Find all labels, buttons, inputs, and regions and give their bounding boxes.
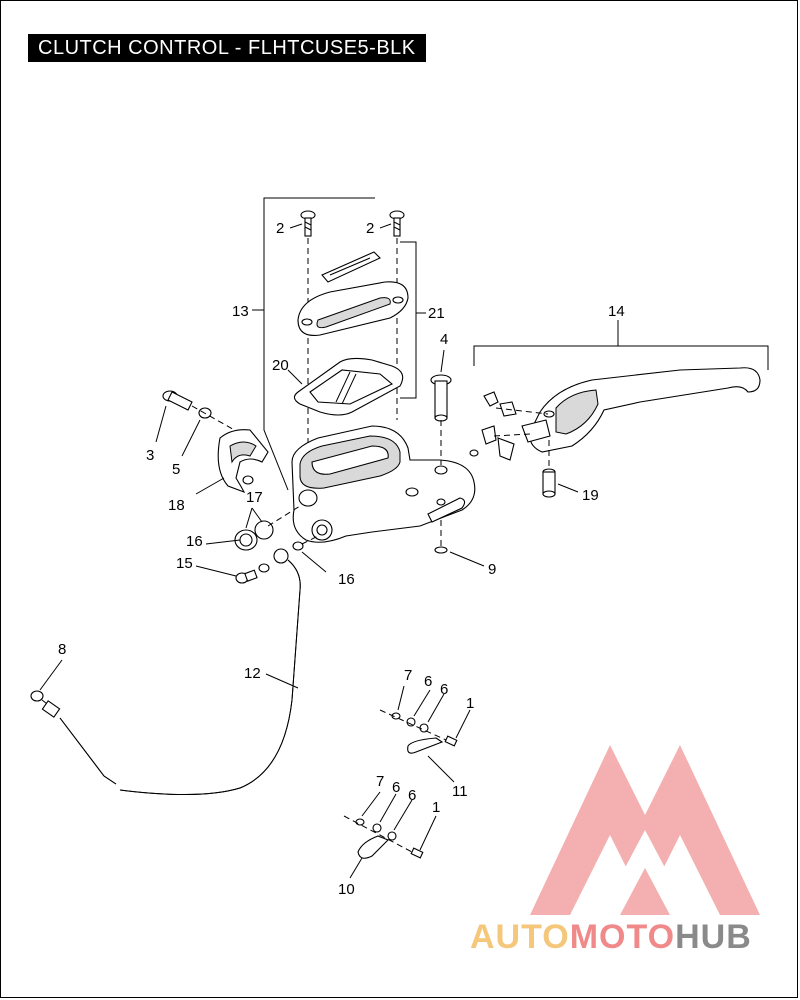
hose-o-ring — [30, 690, 44, 702]
reservoir-label-plate — [321, 251, 381, 283]
callout-10: 10 — [338, 881, 355, 898]
callout-14: 14 — [608, 303, 625, 320]
clutch-lever — [521, 367, 761, 453]
bracket-14 — [473, 345, 769, 370]
callout-11: 11 — [452, 783, 468, 800]
callout-6-upper-a: 6 — [424, 673, 432, 690]
sealing-washer-right — [292, 541, 304, 551]
reservoir-cover — [297, 281, 409, 336]
callout-15: 15 — [176, 555, 193, 572]
callout-2-right: 2 — [366, 220, 374, 237]
callout-13: 13 — [232, 303, 249, 320]
cover-screw-left — [300, 210, 316, 237]
retaining-ring — [434, 546, 448, 554]
callout-3: 3 — [146, 447, 154, 464]
clutch-hose — [41, 548, 301, 796]
reservoir-diaphragm — [293, 357, 404, 416]
diagram-title: CLUTCH CONTROL - FLHTCUSE5-BLK — [28, 34, 426, 62]
callout-12: 12 — [244, 665, 261, 682]
hose-clip-upper — [379, 709, 458, 754]
cover-screw-right — [389, 210, 405, 237]
handlebar-clamp — [217, 429, 269, 494]
logo-word-hub: HUB — [675, 918, 752, 956]
logo-word-auto: AUTO — [470, 918, 570, 956]
o-ring — [254, 520, 274, 540]
bracket-13 — [263, 197, 375, 491]
callout-7-lower: 7 — [376, 773, 384, 790]
sealing-washer-left — [258, 563, 270, 573]
callout-4: 4 — [440, 331, 448, 348]
callout-7-upper: 7 — [404, 667, 412, 684]
lever-interlock-parts — [469, 391, 549, 461]
callout-16-left: 16 — [186, 533, 203, 550]
callout-17: 17 — [246, 489, 263, 506]
hose-clip-lower — [343, 815, 424, 859]
callout-6-lower-b: 6 — [408, 787, 416, 804]
lever-bushing — [542, 468, 556, 498]
callout-6-lower-a: 6 — [392, 779, 400, 796]
callout-16-right: 16 — [338, 571, 355, 588]
bracket-21 — [400, 241, 417, 399]
callout-5: 5 — [172, 461, 180, 478]
automotohub-logo-mark — [530, 745, 760, 915]
banjo-bolt — [235, 569, 258, 584]
callout-9: 9 — [488, 561, 496, 578]
callout-8: 8 — [58, 641, 66, 658]
callout-18: 18 — [168, 497, 185, 514]
callout-6-upper-b: 6 — [440, 681, 448, 698]
banjo-fitting-cap — [234, 529, 258, 551]
callout-1-lower: 1 — [432, 799, 440, 816]
logo-word-moto: MOTO — [569, 918, 676, 956]
leader-lines — [39, 223, 579, 879]
callout-1-upper: 1 — [466, 695, 474, 712]
callout-19: 19 — [582, 487, 599, 504]
pivot-pin — [430, 374, 452, 422]
master-cylinder-housing — [291, 425, 476, 543]
automotohub-logo-text: AUTOMOTOHUB — [470, 918, 752, 957]
callout-21: 21 — [428, 305, 445, 322]
clamp-bolt — [162, 390, 193, 411]
callout-20: 20 — [272, 357, 289, 374]
callout-2-left: 2 — [276, 220, 284, 237]
